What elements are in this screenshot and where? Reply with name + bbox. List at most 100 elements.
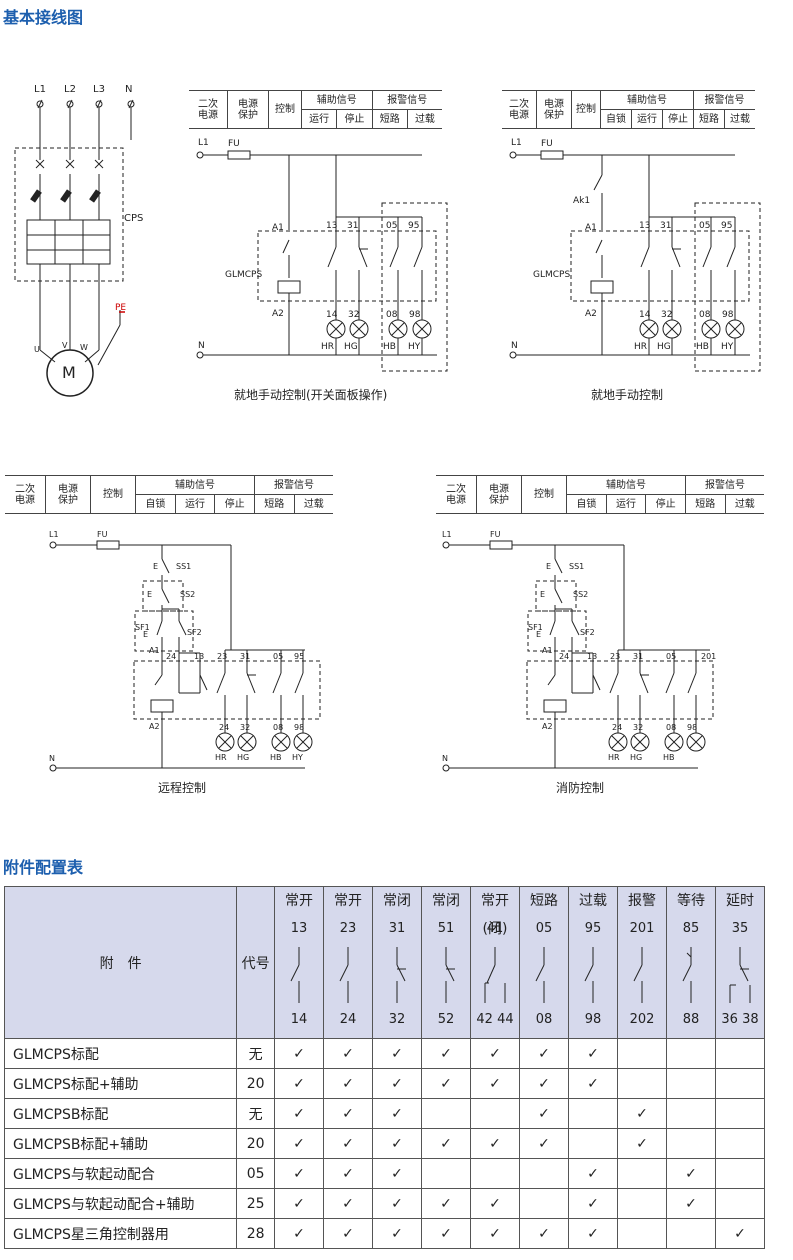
- diagram-2-caption: 就地手动控制: [591, 388, 663, 402]
- term-u: U: [34, 345, 40, 354]
- svg-text:13: 13: [587, 652, 597, 661]
- row-name: GLMCPS与软起动配合+辅助: [3, 1188, 238, 1219]
- check-mark: ✓: [323, 1218, 373, 1249]
- check-mark: ✓: [372, 1068, 422, 1099]
- diagram-3: L1 FU N E SS1 E SS2 SF1 E SF2 A1 24 13 A…: [49, 530, 321, 795]
- check-mark: ✓: [568, 1188, 618, 1219]
- check-mark: ✓: [372, 1098, 422, 1129]
- svg-text:05: 05: [386, 221, 397, 231]
- contact-type: 短路: [530, 893, 558, 909]
- contact-type: 等待: [677, 893, 705, 909]
- check-mark: ✓: [323, 1098, 373, 1129]
- svg-text:HG: HG: [630, 753, 642, 762]
- accessory-section-title: 附件配置表: [3, 858, 84, 877]
- contact-top: 13: [290, 921, 308, 936]
- svg-text:08: 08: [699, 310, 711, 320]
- svg-text:A2: A2: [272, 309, 284, 319]
- svg-text:HR: HR: [634, 342, 647, 352]
- svg-text:08: 08: [273, 723, 283, 732]
- check-mark: ✓: [274, 1218, 324, 1249]
- diagram-1-header: 二次电源 电源保护 控制 辅助信号 报警信号 运行停止 短路过载: [189, 90, 442, 129]
- svg-text:24: 24: [559, 652, 569, 661]
- svg-text:E: E: [546, 562, 551, 571]
- svg-text:HY: HY: [292, 753, 303, 762]
- svg-text:13: 13: [639, 221, 650, 231]
- empty-cell: [568, 1128, 618, 1159]
- svg-text:HR: HR: [321, 342, 334, 352]
- svg-text:N: N: [198, 341, 205, 351]
- svg-text:HG: HG: [237, 753, 249, 762]
- contact-type: 延时: [726, 893, 754, 909]
- svg-text:A1: A1: [585, 223, 597, 233]
- empty-cell: [715, 1038, 765, 1069]
- diagram-4-caption: 消防控制: [556, 780, 604, 795]
- contact-symbol-icon: [633, 947, 643, 1003]
- diagram-3-caption: 远程控制: [158, 780, 206, 795]
- svg-text:E: E: [540, 590, 545, 599]
- svg-text:05: 05: [699, 221, 710, 231]
- contact-symbol-icon: [584, 947, 594, 1003]
- check-mark: ✓: [274, 1158, 324, 1189]
- empty-cell: [421, 1158, 471, 1189]
- empty-cell: [715, 1158, 765, 1189]
- diagram-4: L1 FU N E SS1 E SS2 SF1 E SF2 A1 24 13 A…: [442, 530, 716, 795]
- diagram-4-header: 二次电源 电源保护 控制 辅助信号 报警信号 自锁运行停止 短路过载: [436, 475, 764, 514]
- empty-cell: [715, 1188, 765, 1219]
- contact-bottom: 202: [629, 1012, 655, 1027]
- table-row: GLMCPSB标配无✓✓✓✓✓: [3, 1098, 765, 1129]
- row-name: GLMCPS标配+辅助: [3, 1068, 238, 1099]
- pe-label: PE: [115, 303, 126, 313]
- contact-bottom: 98: [584, 1012, 602, 1027]
- svg-text:Ak1: Ak1: [573, 196, 590, 206]
- contact-top: 201: [629, 921, 655, 936]
- svg-text:95: 95: [294, 652, 304, 661]
- svg-text:95: 95: [408, 221, 419, 231]
- contact-top: 41: [486, 921, 504, 936]
- svg-text:HB: HB: [663, 753, 675, 762]
- check-mark: ✓: [666, 1158, 716, 1189]
- svg-text:31: 31: [660, 221, 671, 231]
- check-mark: ✓: [568, 1038, 618, 1069]
- contact-bottom: 88: [682, 1012, 700, 1027]
- check-mark: ✓: [715, 1218, 765, 1249]
- contact-type: 过载: [579, 893, 607, 909]
- svg-text:SF2: SF2: [580, 628, 595, 637]
- svg-text:E: E: [153, 562, 158, 571]
- empty-cell: [470, 1098, 520, 1129]
- check-mark: ✓: [323, 1068, 373, 1099]
- contact-bottom: 24: [339, 1012, 357, 1027]
- svg-text:A1: A1: [272, 223, 284, 233]
- svg-text:HR: HR: [215, 753, 227, 762]
- contact-top: 51: [437, 921, 455, 936]
- row-code: 28: [236, 1218, 275, 1249]
- check-mark: ✓: [617, 1098, 667, 1129]
- contact-symbol-icon: [339, 947, 349, 1003]
- svg-text:FU: FU: [541, 139, 553, 149]
- col-contact-7: 报警 201 202: [617, 886, 667, 1039]
- svg-text:A2: A2: [585, 309, 597, 319]
- contact-type: 常开 (闭): [481, 893, 509, 937]
- check-mark: ✓: [519, 1098, 569, 1129]
- hdr-aux: 辅助信号: [301, 90, 373, 110]
- svg-text:05: 05: [666, 652, 676, 661]
- svg-text:A2: A2: [149, 722, 160, 731]
- svg-text:05: 05: [273, 652, 283, 661]
- row-code: 无: [236, 1038, 275, 1069]
- phase-n: N: [125, 84, 132, 95]
- check-mark: ✓: [274, 1038, 324, 1069]
- check-mark: ✓: [421, 1188, 471, 1219]
- contact-top: 31: [388, 921, 406, 936]
- svg-text:HG: HG: [657, 342, 671, 352]
- check-mark: ✓: [274, 1128, 324, 1159]
- contact-type: 报警: [628, 893, 656, 909]
- empty-cell: [519, 1158, 569, 1189]
- check-mark: ✓: [470, 1128, 520, 1159]
- svg-text:L1: L1: [198, 138, 209, 148]
- check-mark: ✓: [519, 1038, 569, 1069]
- svg-text:SF1: SF1: [528, 623, 543, 632]
- table-row: GLMCPS标配无✓✓✓✓✓✓✓: [3, 1038, 765, 1069]
